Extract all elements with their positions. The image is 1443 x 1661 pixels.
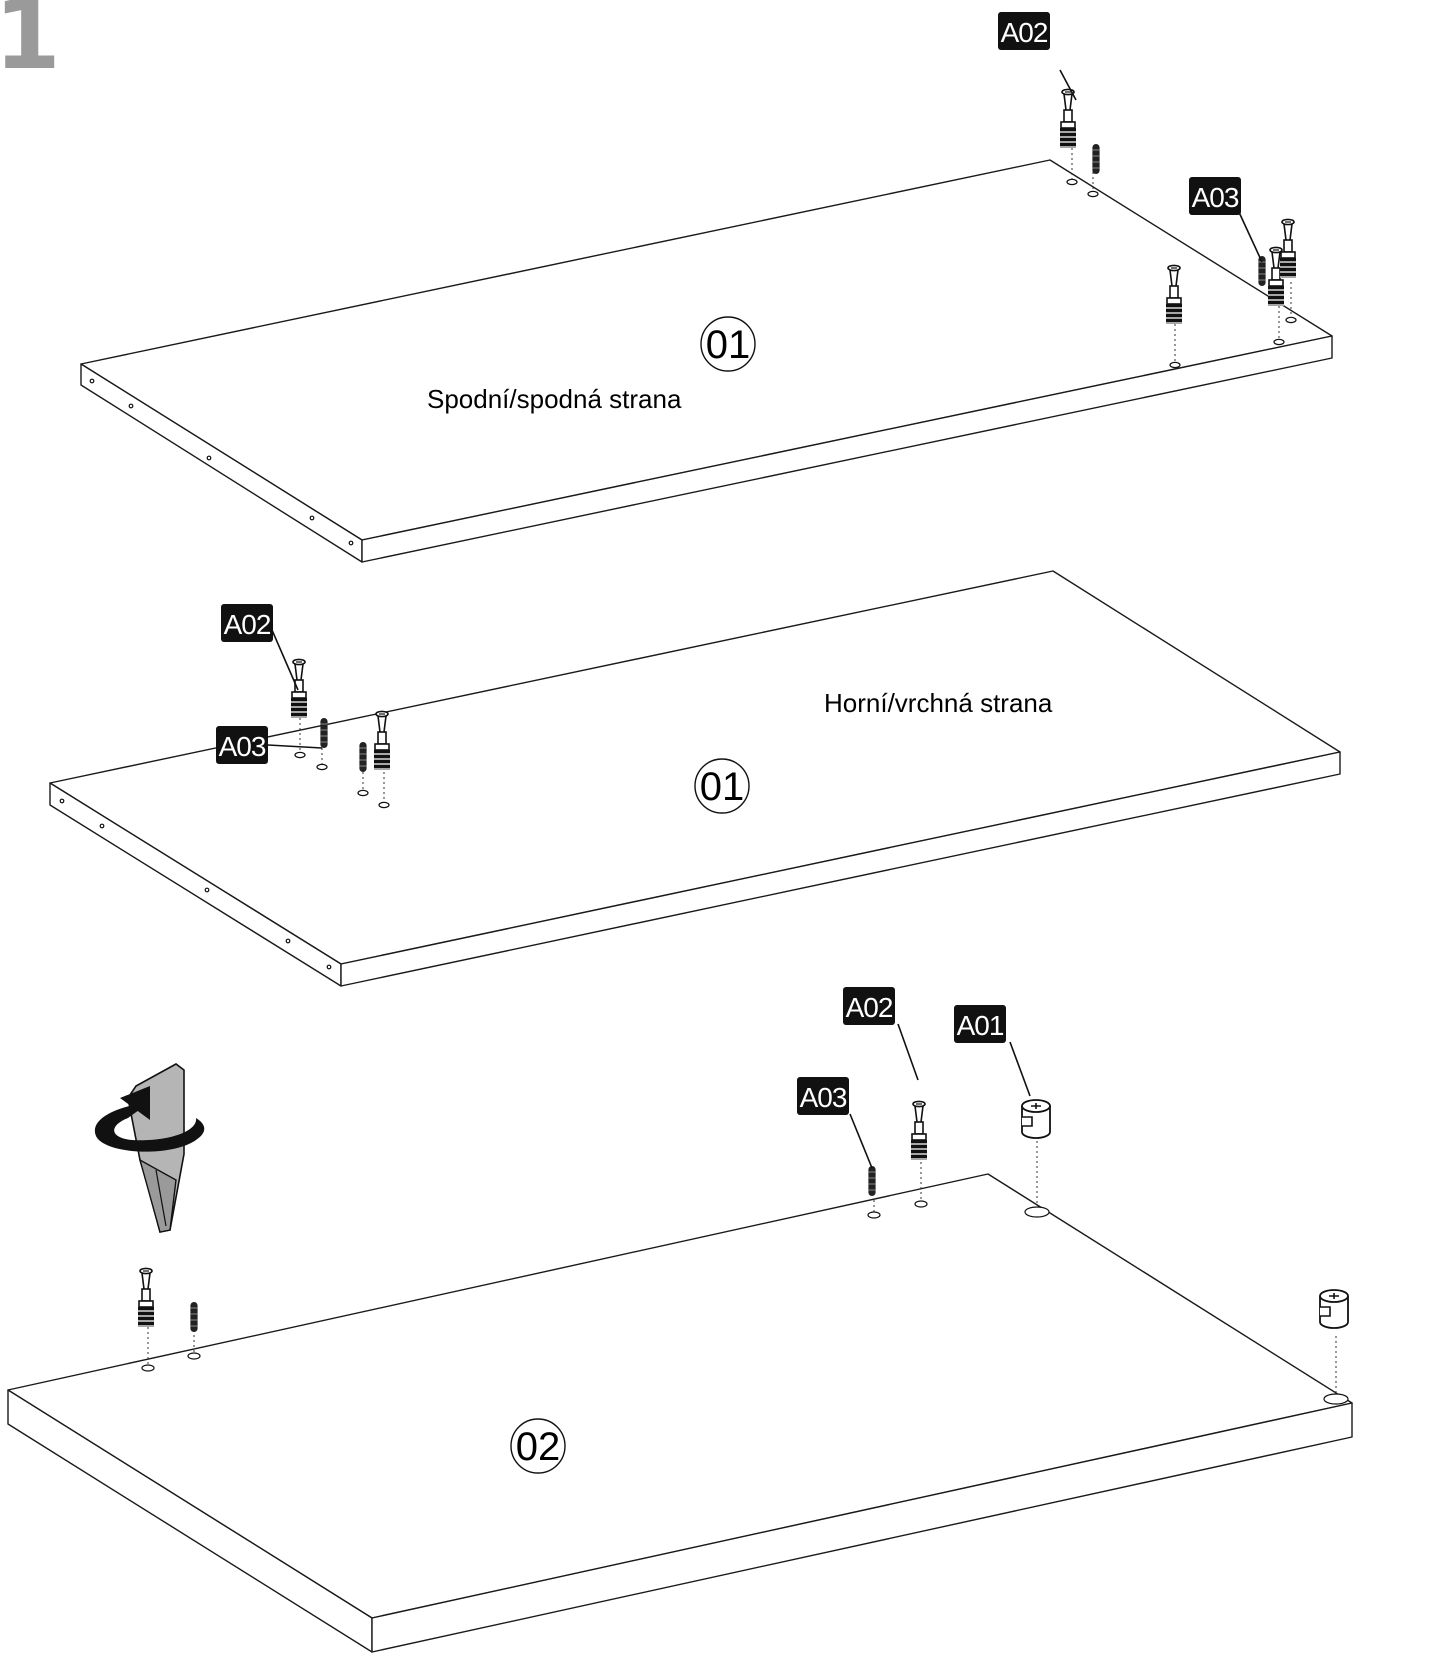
svg-text:A03: A03 xyxy=(219,731,266,762)
part-number-circle xyxy=(700,316,756,372)
dowel xyxy=(319,717,329,749)
svg-text:A02: A02 xyxy=(846,992,893,1023)
part-number-circle xyxy=(694,758,750,814)
svg-text:A03: A03 xyxy=(1192,182,1239,213)
board-part-02-holes xyxy=(141,1200,1349,1405)
cam-bolt xyxy=(290,658,308,719)
dowel xyxy=(867,1165,877,1197)
board-bottom-edge-holes xyxy=(89,378,354,546)
part-number-circle xyxy=(510,1418,566,1474)
dowel xyxy=(189,1301,199,1333)
cam-lock xyxy=(1319,1289,1349,1329)
part-number: 02 xyxy=(516,1425,561,1469)
cam-bolt xyxy=(137,1267,155,1328)
part-tag-a03: A03 xyxy=(216,726,268,764)
part-tag-a01: A01 xyxy=(954,1005,1006,1043)
board-top-side xyxy=(49,570,1341,987)
board-top-edge-holes xyxy=(59,798,332,970)
svg-text:A01: A01 xyxy=(957,1010,1004,1041)
step-number: 1 xyxy=(0,0,61,91)
cam-bolt xyxy=(1059,88,1077,149)
board-part-02 xyxy=(7,1173,1353,1653)
svg-text:A02: A02 xyxy=(1001,17,1048,48)
dowel xyxy=(1091,143,1101,175)
cam-bolt xyxy=(910,1100,928,1161)
rotate-arrow-icon xyxy=(94,1086,205,1152)
guide-lines xyxy=(147,1136,1337,1394)
guide-lines xyxy=(299,718,385,802)
board-bottom-holes xyxy=(1066,178,1297,369)
part-tag-a02: A02 xyxy=(998,12,1050,50)
board-top-holes xyxy=(294,751,390,809)
board-caption: Horní/vrchná strana xyxy=(824,688,1053,718)
part-tag-a03: A03 xyxy=(797,1077,849,1115)
part-tag-a02: A02 xyxy=(221,604,273,642)
svg-text:A03: A03 xyxy=(800,1082,847,1113)
cam-lock xyxy=(1021,1099,1051,1139)
part-number: 01 xyxy=(700,765,745,809)
guide-lines xyxy=(1071,148,1292,362)
part-tag-a03: A03 xyxy=(1189,177,1241,215)
part-number: 01 xyxy=(706,323,751,367)
svg-text:A02: A02 xyxy=(224,609,271,640)
dowel xyxy=(358,741,368,773)
board-caption: Spodní/spodná strana xyxy=(427,384,682,414)
part-tag-a02: A02 xyxy=(843,987,895,1025)
